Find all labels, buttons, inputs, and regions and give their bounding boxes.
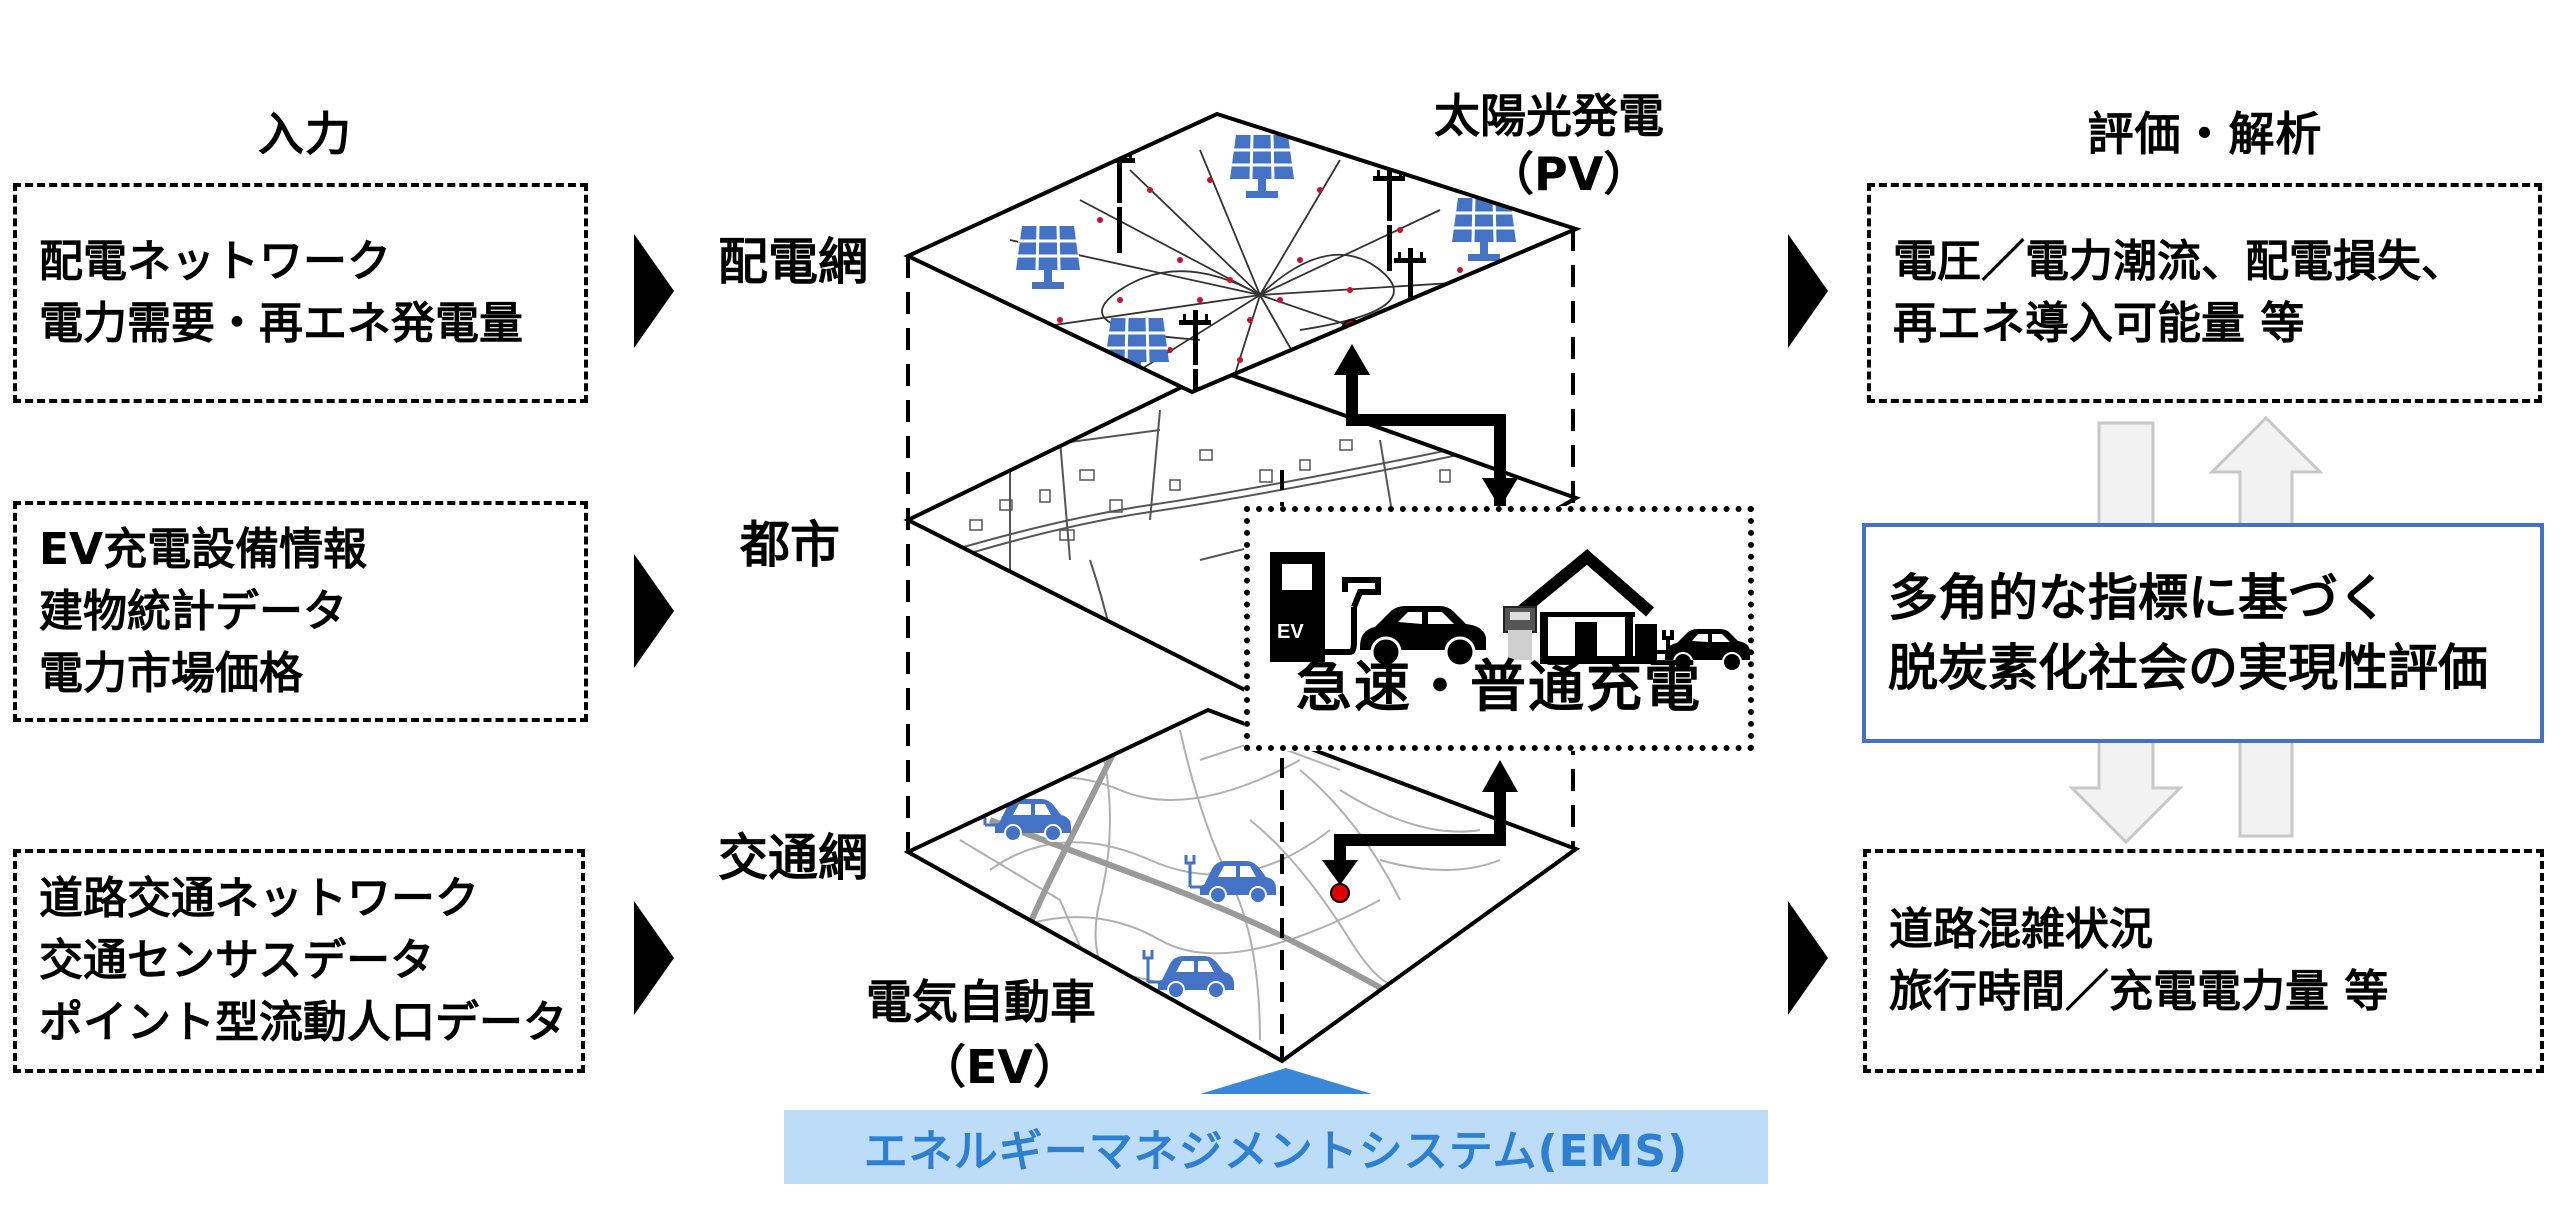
input-line: EV充電設備情報	[39, 523, 368, 575]
ev-label: 電気自動車	[866, 975, 1096, 1029]
layer-label-distribution: 配電網	[718, 233, 868, 291]
layer-label-city: 都市	[740, 516, 840, 574]
ems-triangle-icon	[1200, 1068, 1372, 1094]
feasibility-line: 多角的な指標に基づく	[1888, 569, 2388, 627]
ev-abbr: （EV）	[920, 1040, 1080, 1094]
charging-label: 急速・普通充電	[1296, 655, 1702, 720]
home-charger-icon	[1503, 549, 1674, 664]
feasibility-line: 脱炭素化社会の実現性評価	[1888, 639, 2488, 697]
input-line: ポイント型流動人口データ	[39, 997, 567, 1048]
ev-charger-text: EV	[1277, 621, 1304, 643]
input-line: 電力市場価格	[39, 647, 303, 699]
evaluation-line: 再エネ導入可能量 等	[1893, 298, 2305, 349]
input-line: 交通センサスデータ	[39, 935, 435, 986]
input-line: 配電ネットワーク	[39, 236, 391, 287]
connector-arrow-to-traffic	[1322, 760, 1518, 885]
car-icon-large	[1360, 606, 1486, 668]
input-line: 道路交通ネットワーク	[39, 873, 479, 924]
evaluation-line: 道路混雑状況	[1889, 904, 2153, 955]
charging-icons: EV	[1270, 549, 1750, 672]
ev-charger-icon	[1270, 552, 1381, 662]
evaluation-box-traffic: 道路混雑状況 旅行時間／充電電力量 等	[1863, 849, 2544, 1073]
traffic-node-icon	[1330, 883, 1350, 903]
evaluation-arrow-2-icon	[1788, 901, 1828, 1015]
traffic-layer	[908, 710, 1576, 1061]
feasibility-evaluation-box: 多角的な指標に基づく 脱炭素化社会の実現性評価	[1862, 523, 2544, 743]
evaluation-line: 電圧／電力潮流、配電損失、	[1893, 236, 2465, 287]
input-title: 入力	[258, 107, 352, 161]
layer-label-traffic: 交通網	[718, 829, 868, 887]
car-icon-small	[1665, 629, 1750, 672]
input-line: 電力需要・再エネ発電量	[39, 298, 523, 349]
evaluation-box-grid: 電圧／電力潮流、配電損失、 再エネ導入可能量 等	[1867, 183, 2542, 403]
input-arrow-1-icon	[634, 234, 674, 348]
pv-label: 太陽光発電	[1434, 89, 1664, 143]
connector-arrow-up-to-grid	[1334, 344, 1506, 510]
pv-abbr: （PV）	[1488, 147, 1650, 201]
ems-bar: エネルギーマネジメントシステム(EMS)	[784, 1110, 1768, 1184]
input-arrow-2-icon	[634, 554, 674, 668]
evaluation-line: 旅行時間／充電電力量 等	[1889, 966, 2389, 1017]
input-line: 建物統計データ	[39, 585, 347, 637]
evaluation-title: 評価・解析	[2087, 107, 2323, 161]
input-box-ev-building-market: EV充電設備情報 建物統計データ 電力市場価格	[13, 501, 588, 722]
input-box-distribution: 配電ネットワーク 電力需要・再エネ発電量	[13, 183, 588, 403]
connector-arrow-down-from-grid	[1482, 478, 1518, 508]
ems-label: エネルギーマネジメントシステム(EMS)	[863, 1126, 1689, 1177]
input-arrow-3-icon	[634, 901, 674, 1015]
charging-box: EV 急速・普通充電	[1244, 506, 1754, 751]
evaluation-arrow-1-icon	[1788, 234, 1828, 348]
input-box-traffic: 道路交通ネットワーク 交通センサスデータ ポイント型流動人口データ	[13, 849, 585, 1073]
distribution-layer-outline	[903, 111, 1582, 395]
